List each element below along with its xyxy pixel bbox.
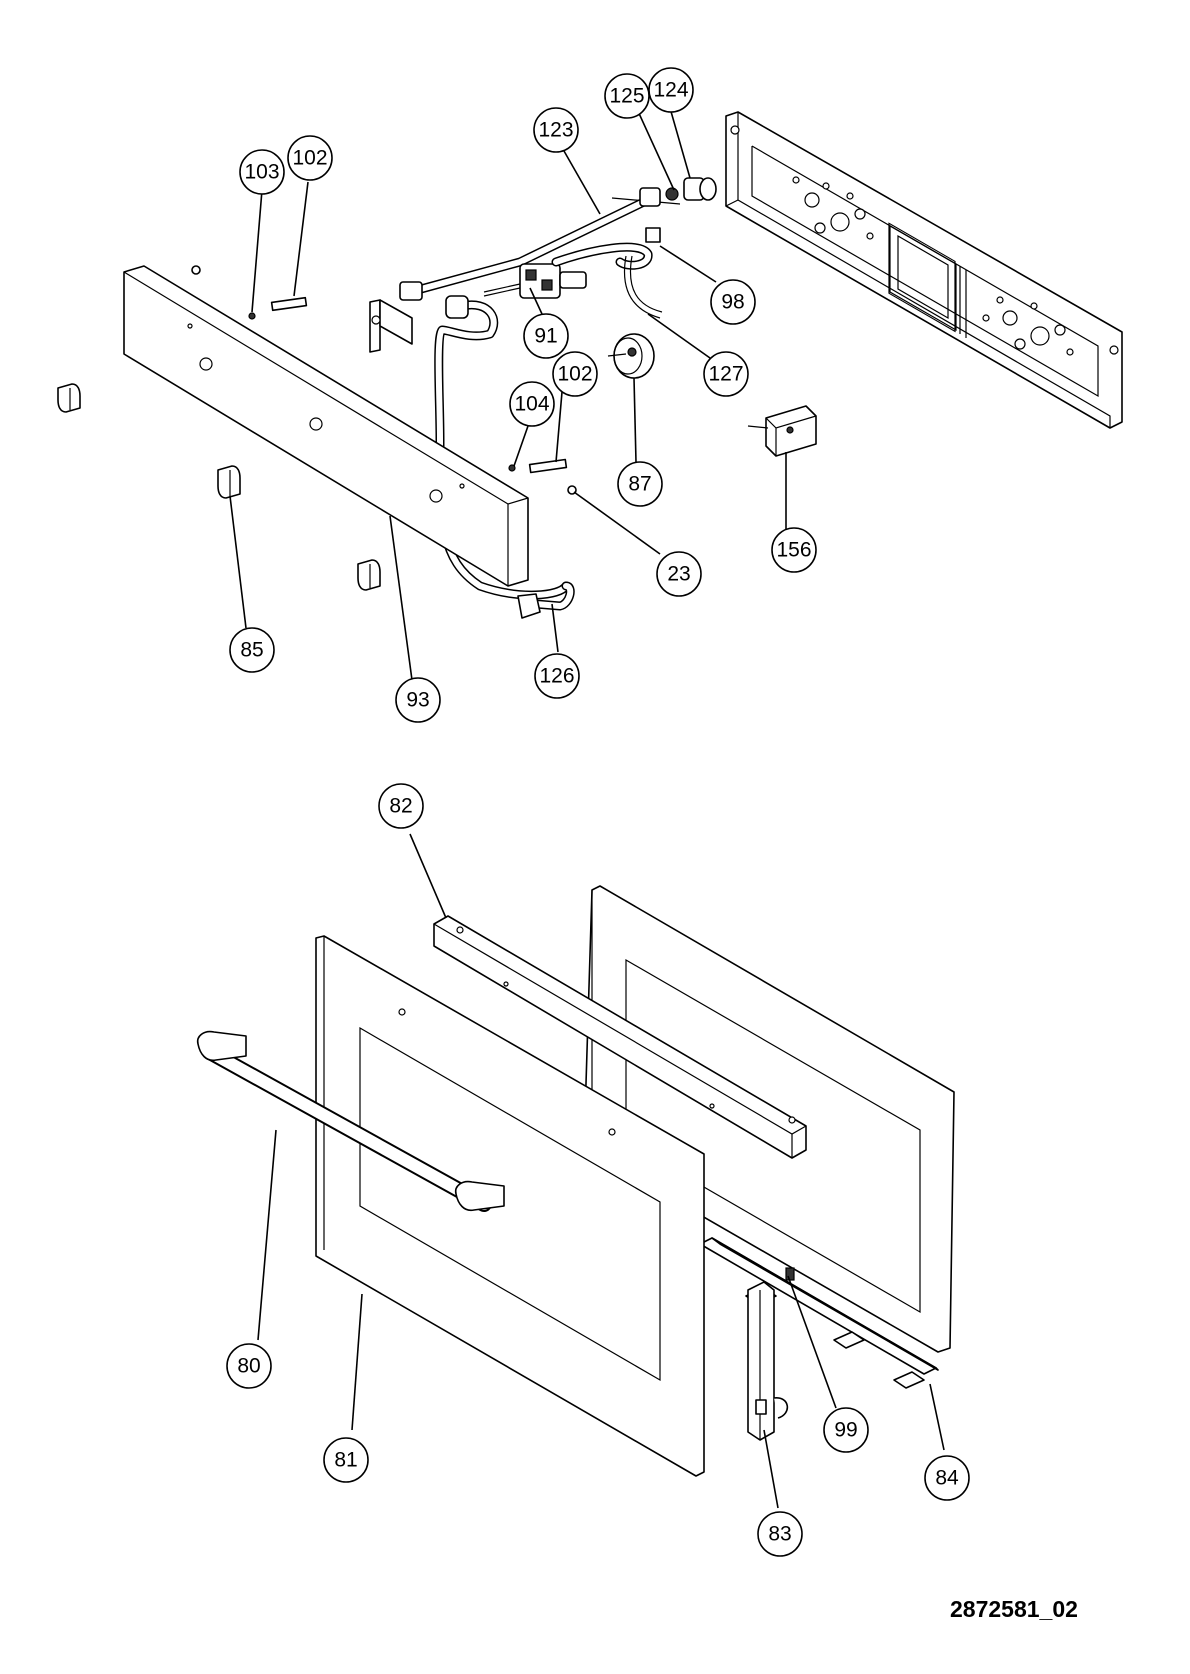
svg-text:125: 125 xyxy=(609,85,644,108)
thermostat-body xyxy=(607,333,655,379)
control-knobs xyxy=(57,383,381,591)
callout-93: 93 xyxy=(395,677,441,723)
svg-text:102: 102 xyxy=(557,363,592,386)
small-parts xyxy=(191,265,577,495)
svg-text:99: 99 xyxy=(834,1419,857,1442)
svg-text:93: 93 xyxy=(406,689,429,712)
svg-text:103: 103 xyxy=(244,161,279,184)
callout-99: 99 xyxy=(823,1407,869,1453)
callout-85: 85 xyxy=(229,627,275,673)
callout-83: 83 xyxy=(757,1511,803,1557)
svg-text:84: 84 xyxy=(935,1467,959,1490)
svg-text:83: 83 xyxy=(768,1523,791,1546)
callout-80: 80 xyxy=(226,1343,272,1389)
svg-text:123: 123 xyxy=(538,119,573,142)
door-handle xyxy=(196,1030,505,1212)
door-lower-trim xyxy=(699,1237,939,1389)
svg-text:87: 87 xyxy=(628,473,651,496)
svg-text:91: 91 xyxy=(534,325,557,348)
svg-text:23: 23 xyxy=(667,563,690,586)
svg-text:80: 80 xyxy=(237,1355,260,1378)
callout-126: 126 xyxy=(534,653,580,699)
gas-manifold-pipe xyxy=(399,177,717,301)
drawing-code: 2872581_02 xyxy=(950,1596,1078,1622)
leader-lines xyxy=(229,107,945,1509)
outer-door-glass xyxy=(315,935,705,1477)
svg-text:81: 81 xyxy=(334,1449,357,1472)
svg-text:104: 104 xyxy=(514,393,549,416)
gas-tubes xyxy=(434,227,663,619)
svg-text:82: 82 xyxy=(389,795,412,818)
callout-127: 127 xyxy=(703,351,749,397)
svg-text:102: 102 xyxy=(292,147,327,170)
door-top-strip xyxy=(433,915,807,1159)
callout-98: 98 xyxy=(710,279,756,325)
svg-text:126: 126 xyxy=(539,665,574,688)
callout-103: 103 xyxy=(239,149,285,195)
callout-82: 82 xyxy=(378,783,424,829)
callout-124: 124 xyxy=(648,67,694,113)
callout-81: 81 xyxy=(323,1437,369,1483)
svg-text:98: 98 xyxy=(721,291,744,314)
callout-102-lower: 102 xyxy=(552,351,598,397)
control-panel-frame xyxy=(725,111,1123,429)
callout-104: 104 xyxy=(509,381,555,427)
svg-text:156: 156 xyxy=(776,539,811,562)
callout-102-upper: 102 xyxy=(287,135,333,181)
callout-84: 84 xyxy=(924,1455,970,1501)
callout-23: 23 xyxy=(656,551,702,597)
svg-text:127: 127 xyxy=(708,363,743,386)
svg-text:85: 85 xyxy=(240,639,263,662)
door-hinge xyxy=(747,1267,795,1441)
callout-91: 91 xyxy=(523,313,569,359)
spark-generator xyxy=(747,405,817,457)
callout-123: 123 xyxy=(533,107,579,153)
svg-text:124: 124 xyxy=(653,79,688,102)
callout-156: 156 xyxy=(771,527,817,573)
callout-125: 125 xyxy=(604,73,650,119)
control-fascia xyxy=(123,265,529,587)
callout-87: 87 xyxy=(617,461,663,507)
